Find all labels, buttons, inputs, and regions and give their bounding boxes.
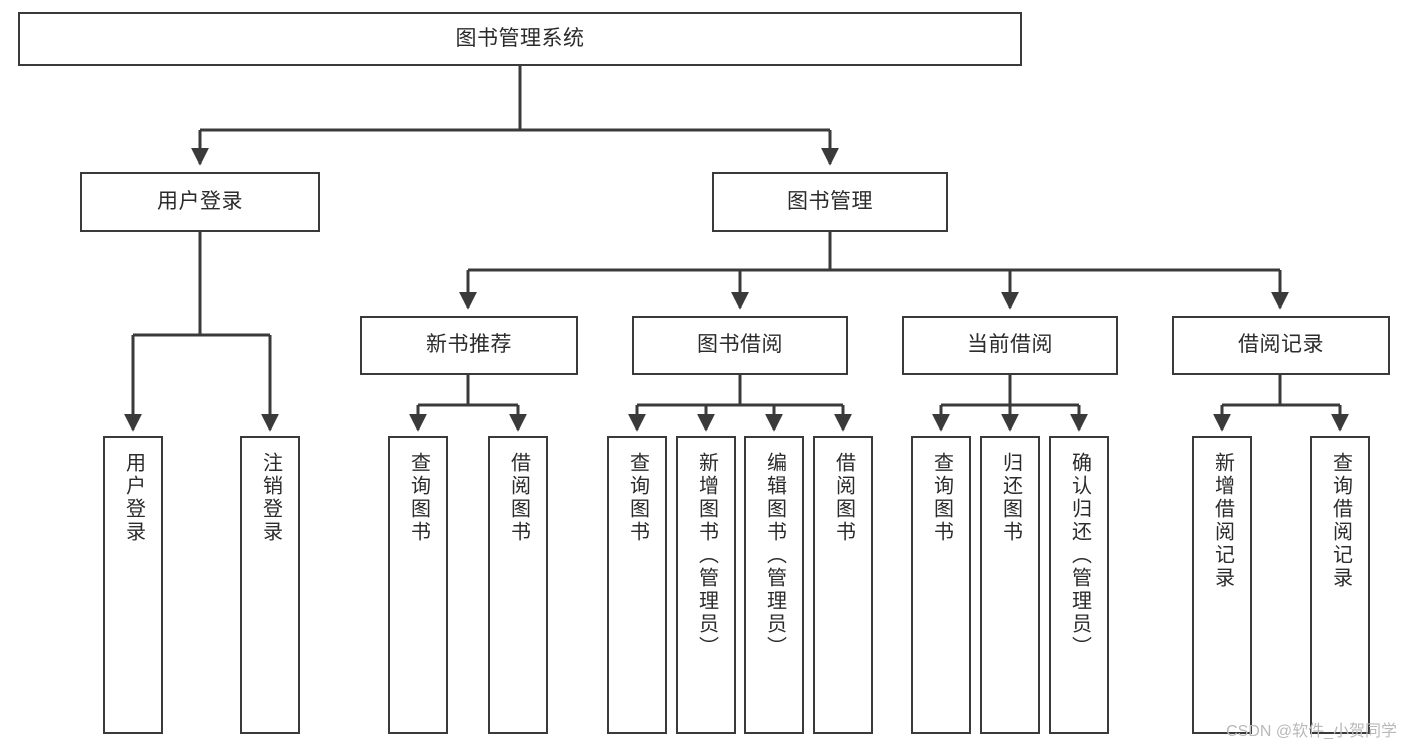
- node-borrow-record-label: 借阅记录: [1238, 333, 1324, 357]
- node-user-login-label: 用户登录: [157, 189, 243, 213]
- node-leaf-confirm-return-label: 确认归还（管理员）: [1068, 452, 1091, 659]
- node-leaf-query-book-2[interactable]: 查询图书: [607, 436, 667, 734]
- node-leaf-query-book-3[interactable]: 查询图书: [911, 436, 971, 734]
- node-root[interactable]: 图书管理系统: [18, 12, 1022, 66]
- node-leaf-borrow-book-2-label: 借阅图书: [832, 452, 855, 544]
- node-book-borrow[interactable]: 图书借阅: [632, 316, 848, 375]
- node-leaf-logout-label: 注销登录: [259, 452, 282, 544]
- node-leaf-add-book[interactable]: 新增图书（管理员）: [676, 436, 736, 734]
- node-leaf-user-login-label: 用户登录: [122, 452, 145, 544]
- node-leaf-edit-book-label: 编辑图书（管理员）: [763, 452, 786, 659]
- node-leaf-add-record-label: 新增借阅记录: [1211, 452, 1234, 590]
- node-new-book-recommend[interactable]: 新书推荐: [360, 316, 578, 375]
- node-current-borrow-label: 当前借阅: [967, 333, 1053, 357]
- node-leaf-query-book-2-label: 查询图书: [626, 452, 649, 544]
- node-leaf-borrow-book-2[interactable]: 借阅图书: [813, 436, 873, 734]
- watermark: CSDN @软件_小贺同学: [1226, 723, 1397, 740]
- node-leaf-add-book-label: 新增图书（管理员）: [695, 452, 718, 659]
- node-new-book-recommend-label: 新书推荐: [426, 333, 512, 357]
- node-leaf-return-book-label: 归还图书: [999, 452, 1022, 544]
- node-leaf-borrow-book-1[interactable]: 借阅图书: [488, 436, 548, 734]
- node-book-manage-label: 图书管理: [787, 189, 873, 213]
- node-leaf-query-book-1[interactable]: 查询图书: [388, 436, 448, 734]
- node-leaf-add-record[interactable]: 新增借阅记录: [1192, 436, 1252, 734]
- node-leaf-query-record-label: 查询借阅记录: [1329, 452, 1352, 590]
- node-current-borrow[interactable]: 当前借阅: [902, 316, 1118, 375]
- node-leaf-confirm-return[interactable]: 确认归还（管理员）: [1049, 436, 1109, 734]
- node-leaf-return-book[interactable]: 归还图书: [980, 436, 1040, 734]
- node-root-label: 图书管理系统: [455, 26, 585, 50]
- node-user-login[interactable]: 用户登录: [80, 172, 320, 232]
- node-leaf-user-login[interactable]: 用户登录: [103, 436, 163, 734]
- node-leaf-borrow-book-1-label: 借阅图书: [507, 452, 530, 544]
- node-leaf-query-book-3-label: 查询图书: [930, 452, 953, 544]
- node-book-manage[interactable]: 图书管理: [712, 172, 948, 232]
- node-leaf-logout[interactable]: 注销登录: [240, 436, 300, 734]
- node-leaf-query-book-1-label: 查询图书: [407, 452, 430, 544]
- node-borrow-record[interactable]: 借阅记录: [1172, 316, 1390, 375]
- node-leaf-edit-book[interactable]: 编辑图书（管理员）: [744, 436, 804, 734]
- node-leaf-query-record[interactable]: 查询借阅记录: [1310, 436, 1370, 734]
- node-book-borrow-label: 图书借阅: [697, 333, 783, 357]
